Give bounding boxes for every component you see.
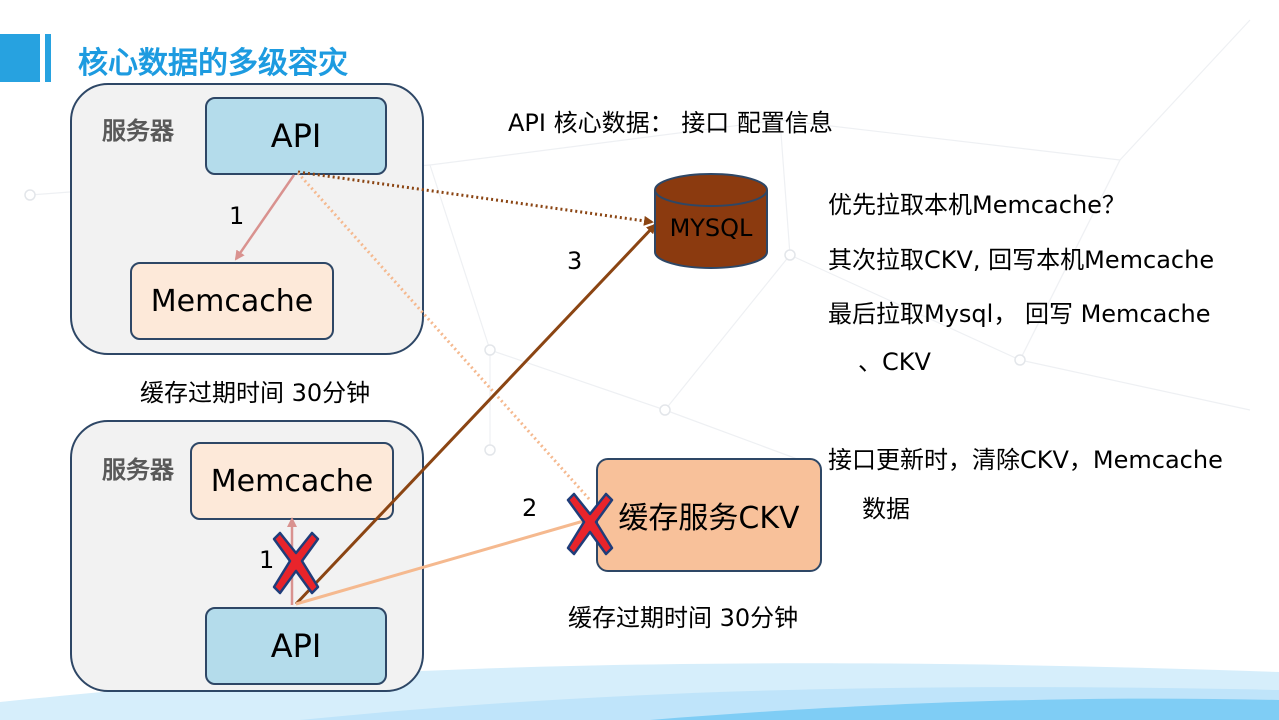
server-1-edge-label: 1 [229,202,245,230]
server-2-edge-label: 1 [259,546,275,574]
ckv-edge-label: 2 [522,494,538,522]
slide-title: 核心数据的多级容灾 [78,46,348,81]
mysql-label: MYSQL [669,214,753,242]
note-line-5: 接口更新时，清除CKV，Memcache [828,446,1223,474]
ckv-box: 缓存服务CKV [596,458,822,572]
server-1-label: 服务器 [102,117,174,145]
note-line-2: 其次拉取CKV, 回写本机Memcache [828,246,1215,274]
note-line-6: 数据 [862,495,910,523]
note-line-1: 优先拉取本机Memcache？ [828,191,1126,219]
server-2-label: 服务器 [102,456,174,484]
ckv-expiry-text: 缓存过期时间 30分钟 [568,604,799,632]
note-line-3: 最后拉取Mysql， 回写 Memcache [828,300,1211,328]
server-1-memcache-box: Memcache [130,262,334,340]
note-line-4: 、CKV [858,348,931,376]
server-1-api-box: API [205,97,387,175]
server-2-api-box: API [205,607,387,685]
server-expiry-text: 缓存过期时间 30分钟 [140,379,371,407]
server-2-memcache-box: Memcache [190,442,394,520]
core-data-note: API 核心数据： 接口 配置信息 [508,109,833,137]
mysql-edge-label: 3 [567,247,583,275]
